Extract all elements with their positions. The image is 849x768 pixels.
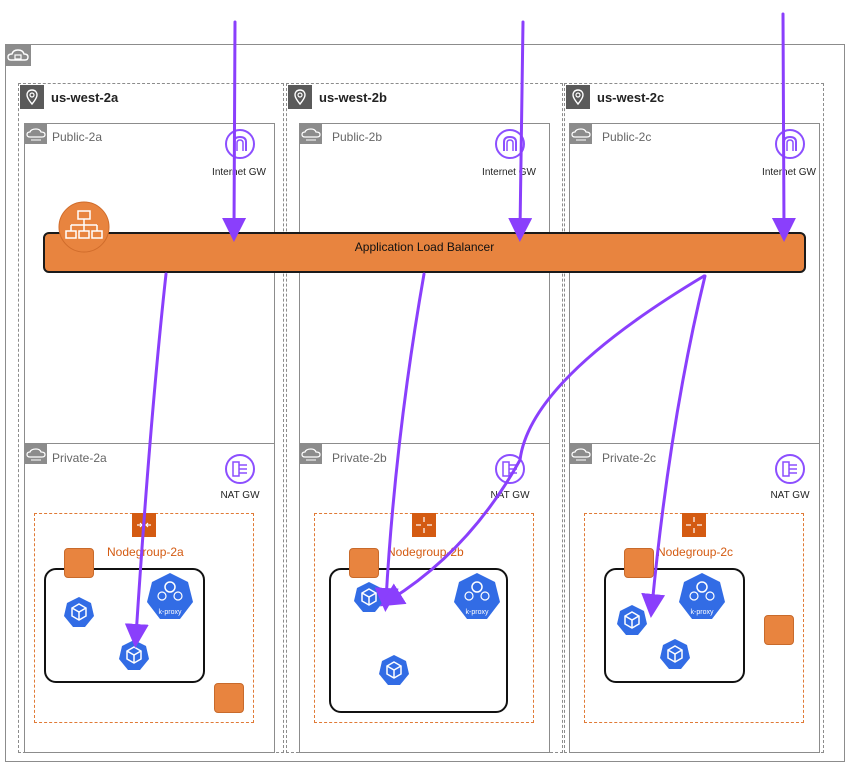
- alb-label: Application Load Balancer: [354, 240, 495, 254]
- nat-gateway-label: NAT GW: [490, 490, 530, 501]
- elb-icon: [58, 201, 110, 253]
- subnet-cloud-icon: [25, 124, 47, 144]
- alb-to-pod-2b-cross: [379, 274, 706, 607]
- az-label: us-west-2b: [319, 90, 387, 105]
- kubernetes-pod-icon: [616, 604, 648, 636]
- region-pin-icon: [566, 85, 590, 109]
- subnet-label: Private-2c: [602, 451, 657, 465]
- region-pin-icon: [288, 85, 312, 109]
- ingress-arrow-2c: [771, 12, 796, 242]
- kube-proxy-icon: [678, 572, 726, 624]
- subnet-label: Private-2a: [52, 451, 107, 465]
- internet-gateway-label: Internet GW: [482, 167, 536, 178]
- alb-to-pod-2b: [374, 272, 426, 612]
- kubernetes-pod-icon: [659, 638, 691, 670]
- ec2-instance-icon: [764, 615, 794, 645]
- ec2-instance-icon: [214, 683, 244, 713]
- nat-gateway-icon: [494, 453, 526, 485]
- kube-proxy-label: k-proxy: [158, 609, 182, 616]
- vpc-icon: [5, 44, 31, 66]
- auto-scaling-icon: [682, 513, 706, 537]
- nat-gateway-label: NAT GW: [770, 490, 810, 501]
- ingress-arrow-2a: [222, 20, 247, 242]
- region-pin-icon: [20, 85, 44, 109]
- internet-gateway-label: Internet GW: [212, 167, 266, 178]
- alb-to-pod-2c: [641, 274, 707, 618]
- kube-proxy-icon: [146, 572, 194, 624]
- kube-proxy-label: k-proxy: [690, 609, 714, 616]
- az-label: us-west-2c: [597, 90, 665, 105]
- ec2-instance-icon: [349, 548, 379, 578]
- kube-proxy-icon: [453, 572, 501, 624]
- application-load-balancer: [43, 232, 806, 273]
- subnet-cloud-icon: [300, 444, 322, 464]
- subnet-label: Public-2a: [52, 130, 103, 144]
- nodegroup-label: Nodegroup-2c: [657, 545, 734, 559]
- kubernetes-pod-icon: [63, 596, 95, 628]
- subnet-label: Public-2c: [602, 130, 652, 144]
- private-subnet-2b: [299, 443, 550, 753]
- subnet-cloud-icon: [300, 124, 322, 144]
- alb-to-pod-2a: [124, 272, 168, 648]
- kube-proxy-label: k-proxy: [465, 609, 489, 616]
- nat-gateway-icon: [224, 453, 256, 485]
- ingress-arrow-2b: [508, 20, 533, 242]
- nodegroup-label: Nodegroup-2a: [107, 545, 184, 559]
- kubernetes-pod-icon: [378, 654, 410, 686]
- private-subnet-2c: [569, 443, 820, 753]
- ec2-instance-icon: [64, 548, 94, 578]
- vpc-container: [5, 44, 845, 762]
- nat-gateway-label: NAT GW: [220, 490, 260, 501]
- subnet-cloud-icon: [25, 444, 47, 464]
- internet-gateway-label: Internet GW: [762, 167, 816, 178]
- auto-scaling-icon: [412, 513, 436, 537]
- internet-gateway-icon: [494, 128, 526, 160]
- subnet-cloud-icon: [570, 444, 592, 464]
- nodegroup-label: Nodegroup-2b: [387, 545, 464, 559]
- subnet-cloud-icon: [570, 124, 592, 144]
- nat-gateway-icon: [774, 453, 806, 485]
- ec2-instance-icon: [624, 548, 654, 578]
- az-label: us-west-2a: [51, 90, 119, 105]
- subnet-label: Public-2b: [332, 130, 383, 144]
- subnet-label: Private-2b: [332, 451, 387, 465]
